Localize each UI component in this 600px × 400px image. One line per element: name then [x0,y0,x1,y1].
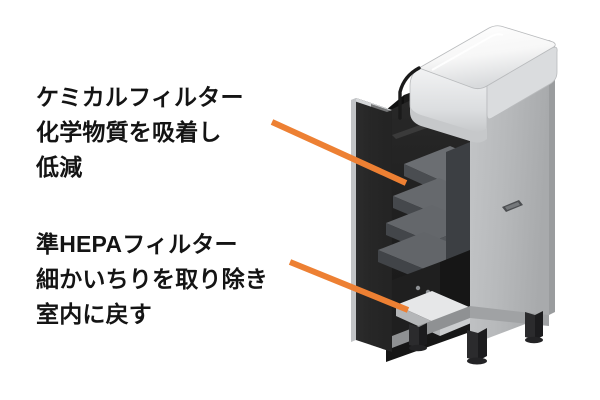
leader-lines [270,119,410,313]
leg [409,323,427,352]
callout-hepa-filter: 準HEPAフィルター 細かいちりを取り除き 室内に戻す [36,227,268,332]
callout-chemical-line-1: ケミカルフィルター [36,84,244,110]
callout-hepa-line-3: 室内に戻す [36,301,152,327]
top-lid [398,25,558,143]
support-legs [409,311,543,365]
callout-chemical-filter: ケミカルフィルター 化学物質を吸着し 低減 [36,80,244,185]
callout-chemical-line-3: 低減 [36,154,83,180]
open-door-panel [351,98,392,352]
callout-hepa-line-1: 準HEPAフィルター [36,231,238,257]
callout-chemical-line-2: 化学物質を吸着し [36,119,222,145]
leader-line-hepa-filter [288,259,410,313]
door-handle-icon [502,200,523,212]
leg [525,311,543,344]
leg [467,328,487,365]
leader-line-chemical-filter [270,119,408,186]
callout-hepa-line-2: 細かいちりを取り除き [36,266,268,292]
